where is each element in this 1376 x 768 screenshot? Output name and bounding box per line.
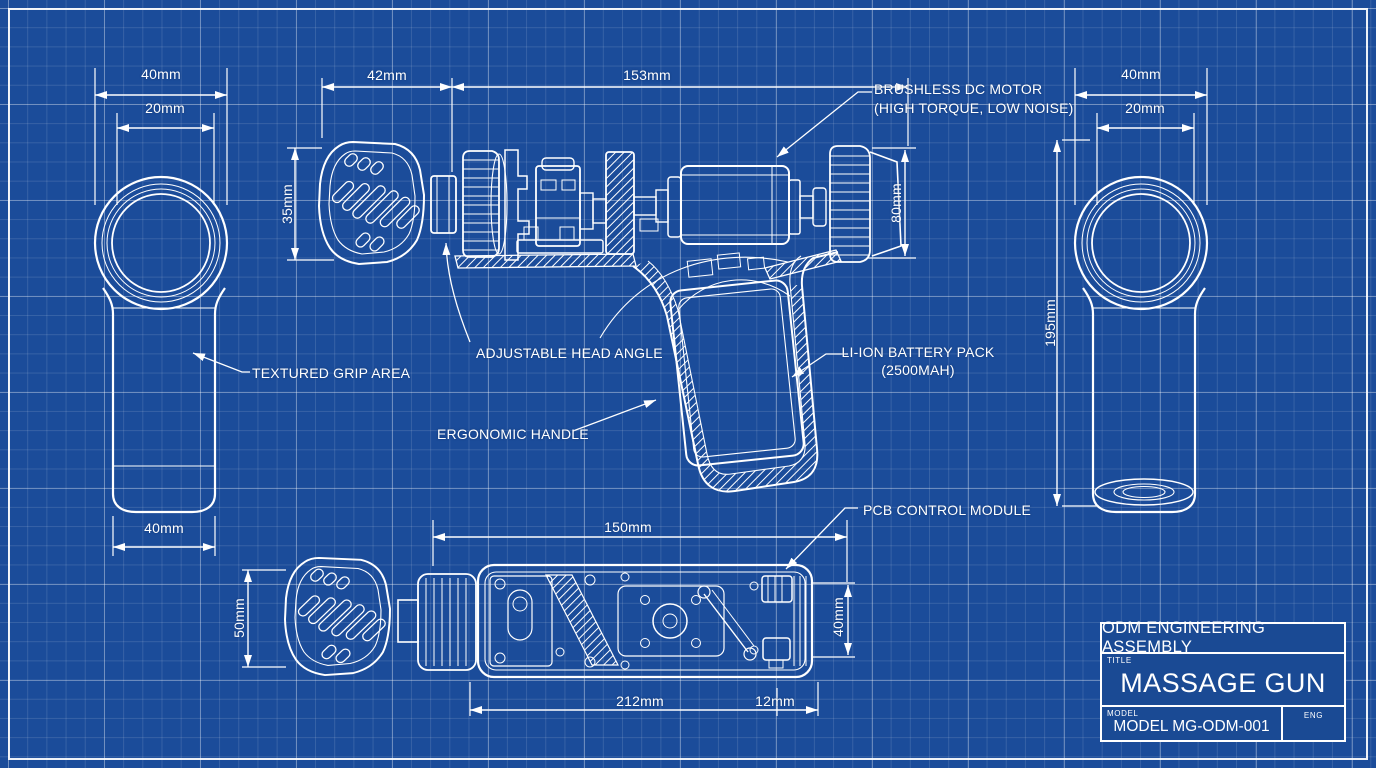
- label-brushless-motor-line2: (HIGH TORQUE, LOW NOISE): [874, 99, 1074, 116]
- top-view-dimension-lines: [242, 520, 855, 716]
- grip-outline: [102, 287, 226, 514]
- drive-shaft: [579, 192, 594, 230]
- dim-top-view-tail-length: 12mm: [755, 693, 795, 709]
- head-angle-leader: [442, 242, 471, 343]
- model-cell: MODEL MODEL MG-ODM-001: [1102, 707, 1283, 740]
- left-view-dimension-lines: [94, 68, 228, 556]
- label-pcb-module: PCB CONTROL MODULE: [863, 502, 1031, 518]
- dim-top-view-head-height: 50mm: [231, 598, 247, 638]
- dim-right-view-overall-height: 195mm: [1042, 299, 1058, 347]
- label-ergonomic-handle: ERGONOMIC HANDLE: [437, 426, 589, 442]
- label-battery-pack: LI-ION BATTERY PACK (2500MAH): [842, 344, 995, 379]
- eng-cell: ENG: [1283, 707, 1344, 740]
- pcb-module: [749, 575, 793, 669]
- label-brushless-motor: BRUSHLESS DC MOTOR (HIGH TORQUE, LOW NOI…: [874, 80, 1074, 117]
- handle-leader: [572, 399, 657, 432]
- dim-right-view-head-width: 40mm: [1121, 66, 1161, 82]
- head-adapter: [430, 175, 457, 234]
- grip-leader: [192, 352, 250, 373]
- dc-motor: [667, 165, 827, 245]
- base-cap-rings: [1094, 478, 1194, 506]
- massage-head: [318, 141, 425, 265]
- dim-left-view-base-width: 40mm: [144, 520, 184, 536]
- model-number: MODEL MG-ODM-001: [1113, 718, 1270, 735]
- top-down-view: [284, 556, 814, 679]
- motor-leader: [776, 91, 872, 158]
- dim-exploded-assembly-length: 153mm: [623, 67, 671, 83]
- mount-block: [516, 157, 604, 254]
- dim-right-view-grip-width: 20mm: [1125, 100, 1165, 116]
- model-field-label: MODEL: [1107, 709, 1139, 718]
- exploded-view-dimension-lines: [287, 78, 916, 261]
- internal-mechanism: [489, 572, 757, 670]
- dim-top-view-body-width: 40mm: [830, 597, 846, 637]
- gun-body-housing: [454, 249, 842, 493]
- dim-exploded-head-length: 42mm: [367, 67, 407, 83]
- company-name: ODM ENGINEERING ASSEMBLY: [1102, 619, 1344, 656]
- eng-field-label: ENG: [1303, 711, 1324, 720]
- title-block: ODM ENGINEERING ASSEMBLY TITLE MASSAGE G…: [1100, 619, 1346, 742]
- label-battery-line1: LI-ION BATTERY PACK: [841, 344, 995, 360]
- exploded-assembly-view: [318, 141, 902, 493]
- ribbed-collar: [417, 573, 477, 671]
- label-textured-grip-area: TEXTURED GRIP AREA: [252, 365, 411, 381]
- label-adjustable-head-angle: ADJUSTABLE HEAD ANGLE: [476, 345, 663, 361]
- battery-pack: [669, 279, 805, 467]
- battery-leader: [791, 353, 848, 378]
- label-brushless-motor-line1: BRUSHLESS DC MOTOR: [874, 81, 1043, 97]
- coupler: [655, 189, 669, 223]
- body-outline: [476, 563, 814, 679]
- dim-top-view-overall-length: 212mm: [616, 693, 664, 709]
- rear-ribs: [793, 576, 807, 666]
- dim-top-view-body-length: 150mm: [604, 519, 652, 535]
- ribbed-drum-left: [462, 150, 508, 258]
- massage-head-top: [284, 556, 391, 677]
- right-side-view: [1073, 175, 1209, 514]
- dim-left-view-head-width: 40mm: [141, 66, 181, 82]
- pcb-leader: [785, 507, 858, 570]
- dim-exploded-motor-height: 80mm: [888, 183, 904, 223]
- dim-exploded-head-height: 35mm: [279, 184, 295, 224]
- right-view-dimension-lines: [1053, 68, 1208, 507]
- left-side-view: [93, 175, 229, 514]
- eccentric-gear: [605, 151, 635, 255]
- annotation-leaders: [192, 91, 872, 570]
- title-row: TITLE MASSAGE GUN: [1102, 654, 1344, 707]
- head-ring-outer: [93, 175, 229, 311]
- dim-left-view-grip-width: 20mm: [145, 100, 185, 116]
- drawing-title: MASSAGE GUN: [1120, 667, 1326, 698]
- label-battery-line2: (2500MAH): [881, 361, 955, 378]
- model-row: MODEL MODEL MG-ODM-001 ENG: [1102, 707, 1344, 740]
- title-field-label: TITLE: [1107, 656, 1132, 665]
